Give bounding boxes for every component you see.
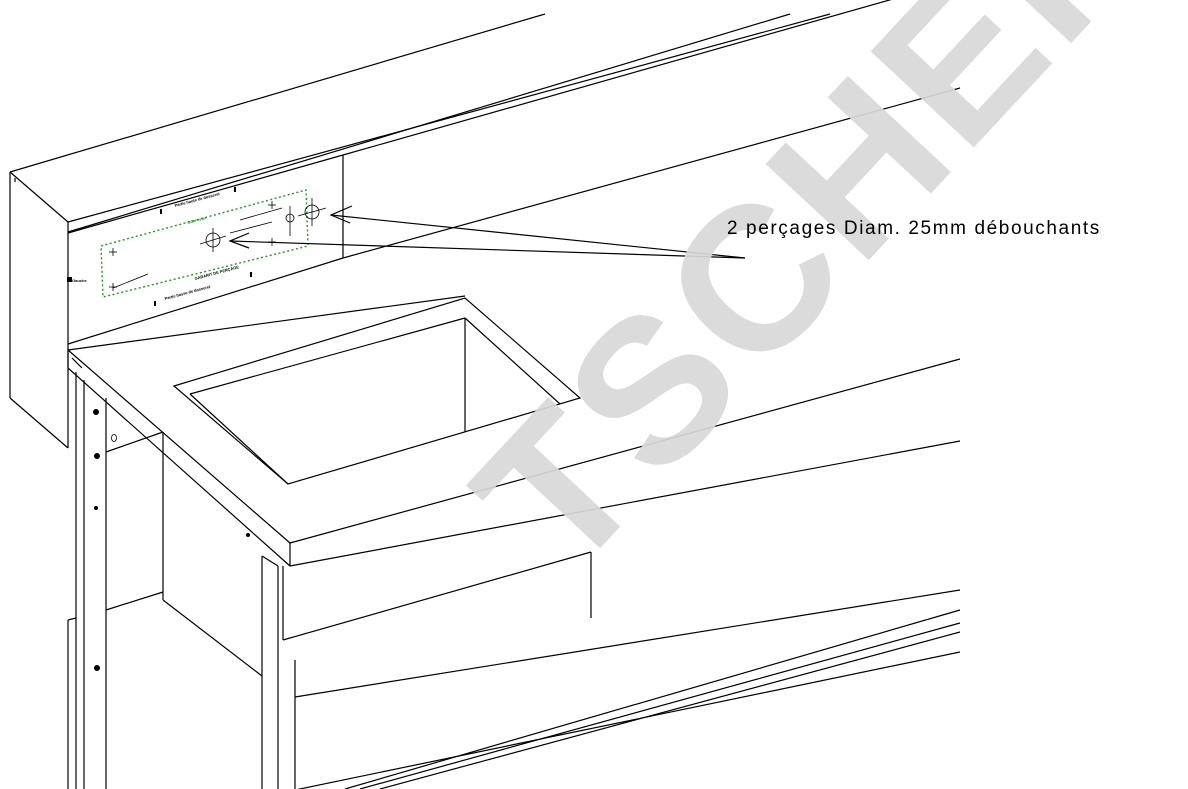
callout-arrows [228,205,746,259]
lower-rails [294,589,961,789]
drilling-callout-label: 2 perçages Diam. 25mm débouchants [727,218,1101,239]
leg-bolt [93,409,99,415]
leg-bolt [246,533,250,537]
leg-bolt [94,453,100,459]
template-label: Gauche [72,278,87,283]
leg-bolt [94,665,100,671]
template-label: Côté évier [187,215,207,225]
template-label: Partie basse de dosseret [164,284,211,301]
backsplash [9,0,961,449]
worktop [67,295,961,567]
leg-hole [111,434,117,442]
sink-apron [282,551,592,641]
legs [67,372,279,789]
leg-bolt [94,506,98,510]
drilling-template: Partie haute de dosseret Partie basse de… [67,187,327,306]
sink-bowl [172,297,582,485]
